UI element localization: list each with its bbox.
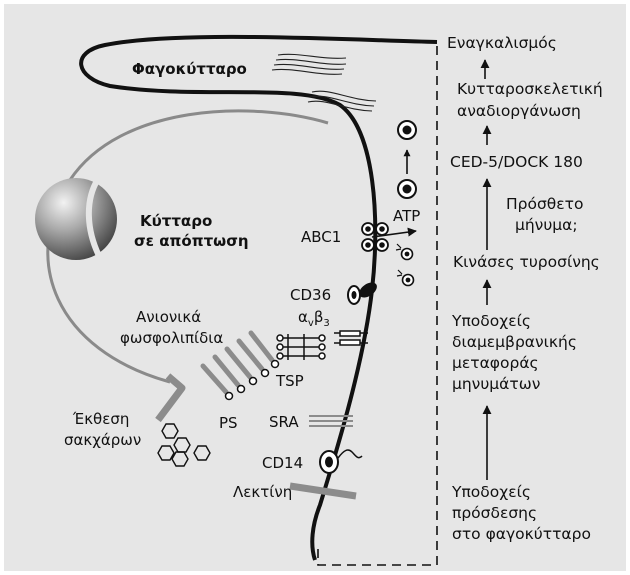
cd14-label: CD14: [262, 454, 303, 472]
pathway-transmembrane-line4: μηνυμάτων: [452, 375, 540, 393]
abc1-label: ABC1: [301, 228, 341, 246]
anionic-phospholipids-label-line2: φωσφολιπίδια: [120, 329, 223, 347]
avb3-alpha: α: [298, 308, 308, 326]
pathway-binding-line1: Υποδοχείς: [451, 483, 531, 501]
pathway-extra-signal-line2: μήνυμα;: [515, 216, 578, 234]
apoptotic-nucleus: [35, 178, 117, 260]
pathway-ced5: CED-5/DOCK 180: [450, 153, 583, 171]
pathway-extra-signal-line1: Πρόσθετο: [506, 195, 583, 213]
lectin-label: Λεκτίνη: [233, 483, 292, 501]
tsp-bridge: [277, 334, 325, 360]
tsp-label: TSP: [275, 372, 304, 390]
sra-label: SRA: [269, 413, 299, 431]
apoptotic-cell-label-line1: Κύτταρο: [140, 212, 212, 230]
avb3-sub-3: 3: [323, 318, 329, 329]
pathway-cytoskeletal-line2: αναδιοργάνωση: [457, 102, 581, 120]
pathway-cytoskeletal-line1: Κυτταροσκελετική: [457, 80, 603, 98]
apoptotic-cell-label-line2: σε απόπτωση: [134, 232, 249, 250]
pathway-binding-line3: στο φαγοκύτταρο: [452, 525, 591, 543]
phagocyte-label: Φαγοκύτταρο: [132, 60, 247, 78]
ps-label: PS: [219, 414, 238, 432]
pathway-transmembrane-line2: διαμεμβρανικής: [452, 333, 577, 351]
sugar-exposure-label-line1: Έκθεση: [72, 410, 129, 428]
avb3-beta: β: [314, 308, 324, 326]
cd36-label: CD36: [290, 286, 331, 304]
pathway-engulfment: Εναγκαλισμός: [447, 34, 557, 52]
pathway-tyrosine-kinases: Κινάσες τυροσίνης: [453, 253, 600, 271]
anionic-phospholipids-label-line1: Ανιονικά: [136, 308, 201, 326]
atp-label: ATP: [393, 207, 420, 225]
pathway-transmembrane-line3: μεταφοράς: [452, 354, 539, 372]
pathway-binding-line2: πρόσδεσης: [452, 504, 537, 522]
sugar-exposure-label-line2: σακχάρων: [64, 431, 141, 449]
pathway-transmembrane-line1: Υποδοχείς: [451, 312, 531, 330]
